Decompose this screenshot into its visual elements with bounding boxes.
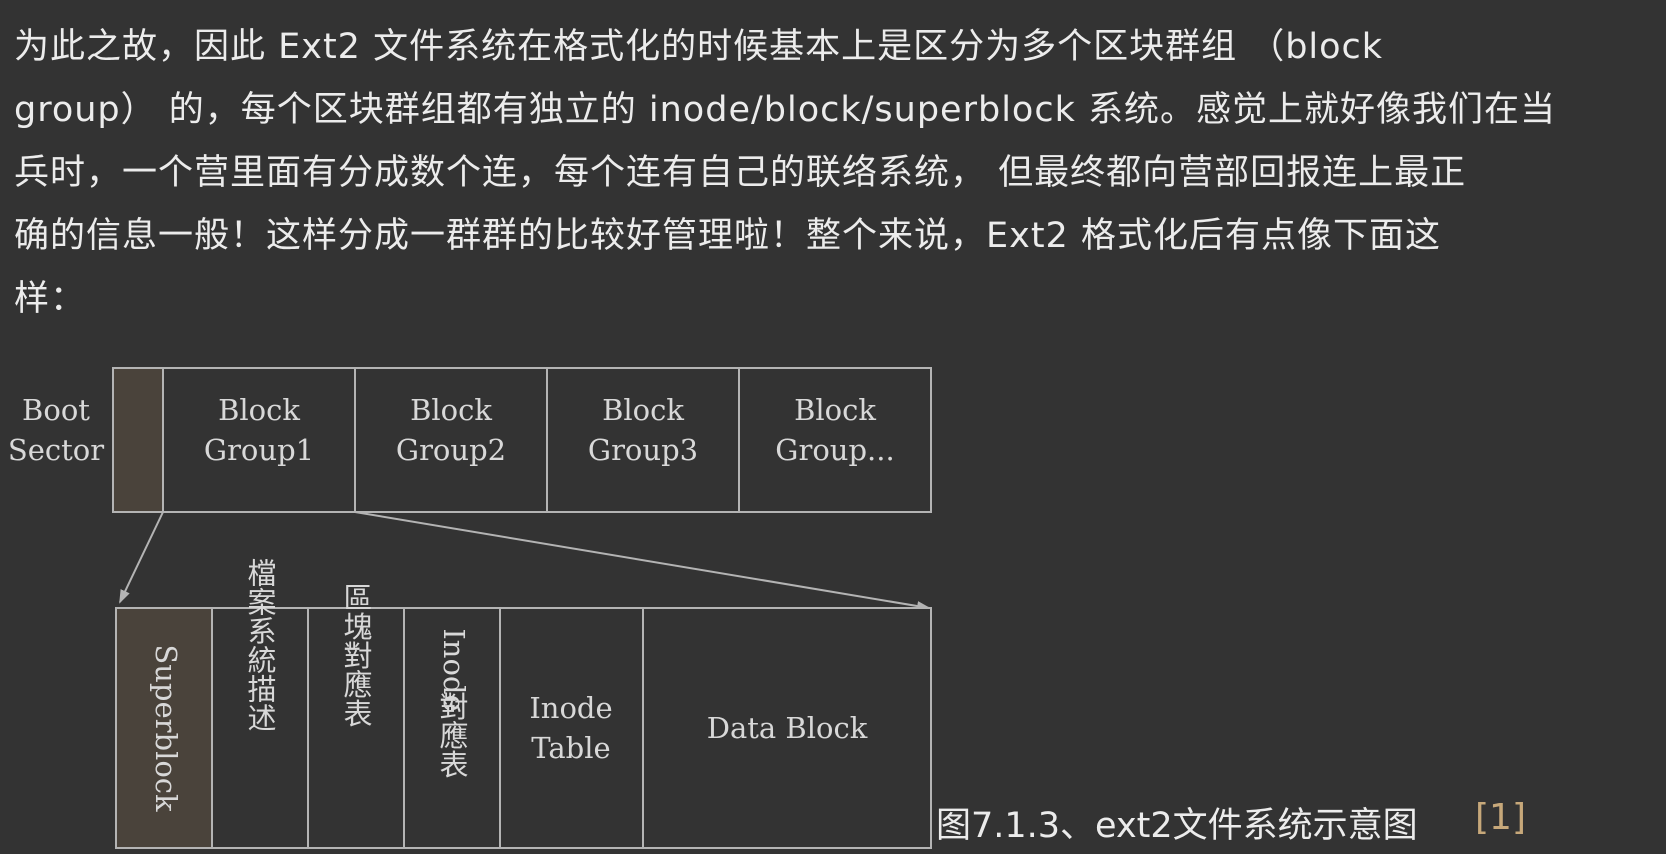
block-group-2 (354, 367, 548, 513)
footnote-link[interactable]: [1] (1475, 797, 1526, 838)
block-group-label: Block (794, 393, 876, 427)
boot-sector-label: Sector (8, 433, 104, 467)
fs-desc-label: 檔案系統描述 (243, 558, 277, 732)
superblock-cell (115, 607, 213, 849)
inode-bitmap-cell (403, 607, 501, 849)
data-block-cell (642, 607, 932, 849)
block-group-label: Group3 (588, 433, 698, 467)
block-group-label: Group1 (204, 433, 314, 467)
block-group-label: Block (410, 393, 492, 427)
inode-bitmap-label: Inode (437, 628, 471, 711)
body-paragraph: 为此之故，因此 Ext2 文件系统在格式化的时候基本上是区分为多个区块群组 （b… (14, 16, 1664, 331)
block-group-3 (546, 367, 740, 513)
ext2-diagram: Boot Sector Block Group1 Block Group2 Bl… (8, 367, 932, 849)
expand-arrow-right (354, 511, 931, 611)
block-group-label: Group... (775, 433, 894, 467)
paragraph-line: 样： (14, 279, 87, 319)
paragraph-line: 确的信息一般！这样分成一群群的比较好管理啦！整个来说，Ext2 格式化后有点像下… (14, 216, 1441, 256)
block-group-label: Block (602, 393, 684, 427)
paragraph-line: group） 的，每个区块群组都有独立的 inode/block/superbl… (14, 90, 1556, 130)
boot-sector-cell (112, 367, 164, 513)
fs-desc-cell (211, 607, 309, 849)
superblock-label: Superblock (149, 644, 183, 812)
block-group-more (738, 367, 932, 513)
paragraph-line: 兵时，一个营里面有分成数个连，每个连有自己的联络系统， 但最终都向营部回报连上最… (14, 153, 1467, 193)
inode-table-label: Table (531, 731, 610, 765)
inode-table-label: Inode (529, 691, 612, 725)
expand-arrow-left (119, 511, 164, 604)
block-group-1 (162, 367, 356, 513)
figure-caption: 图7.1.3、ext2文件系统示意图 (936, 806, 1418, 846)
boot-sector-label: Boot (22, 393, 90, 427)
inode-bitmap-label: 對應表 (435, 691, 469, 778)
block-bitmap-cell (307, 607, 405, 849)
block-group-label: Group2 (396, 433, 506, 467)
block-bitmap-label: 區塊對應表 (339, 583, 373, 728)
data-block-label: Data Block (707, 711, 868, 745)
block-group-label: Block (218, 393, 300, 427)
paragraph-line: 为此之故，因此 Ext2 文件系统在格式化的时候基本上是区分为多个区块群组 （b… (14, 27, 1384, 67)
inode-table-cell (499, 607, 644, 849)
